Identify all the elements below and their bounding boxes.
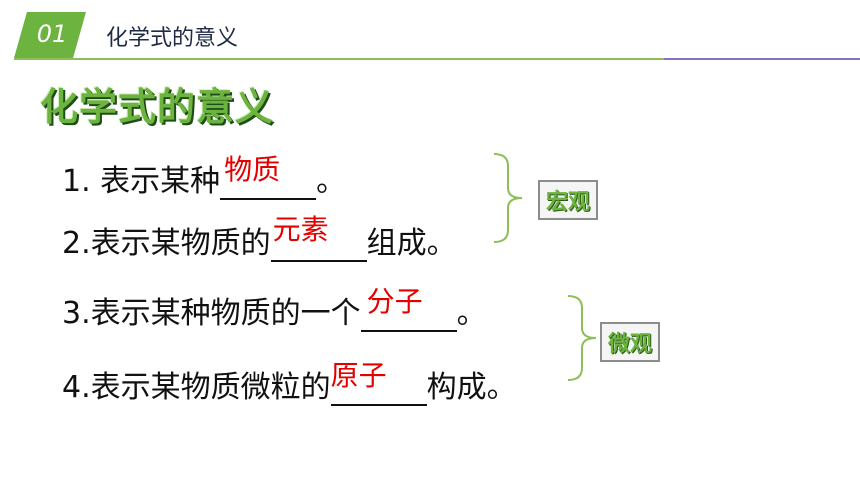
item-2: 2.表示某物质的元素 组成。 bbox=[62, 213, 457, 262]
header-badge bbox=[14, 12, 86, 58]
item-3: 3.表示某种物质的一个分子。 bbox=[62, 285, 487, 332]
macro-brace bbox=[493, 153, 523, 243]
item-3-answer: 分子 bbox=[366, 285, 423, 318]
item-4-blank: 原子 bbox=[330, 359, 427, 406]
item-2-text: 2.表示某物质的 bbox=[62, 226, 271, 261]
item-1-blank: 物质 bbox=[220, 153, 317, 200]
item-4: 4.表示某物质微粒的原子 构成。 bbox=[62, 359, 517, 406]
item-4-text: 4.表示某物质微粒的 bbox=[62, 370, 331, 405]
micro-tag: 微观 bbox=[600, 322, 661, 362]
item-2-end: 组成。 bbox=[366, 226, 457, 261]
item-1-text: 1. 表示某种 bbox=[62, 164, 221, 199]
item-4-answer: 原子 bbox=[330, 359, 387, 392]
item-1: 1. 表示某种物质 。 bbox=[62, 153, 347, 200]
item-4-end: 构成。 bbox=[426, 370, 517, 405]
micro-brace bbox=[567, 295, 597, 381]
section-title: 化学式的意义 bbox=[106, 26, 239, 51]
item-2-blank: 元素 bbox=[270, 213, 367, 262]
macro-tag: 宏观 bbox=[538, 180, 599, 220]
item-3-blank: 分子 bbox=[360, 285, 457, 332]
header-divider bbox=[14, 58, 664, 60]
item-3-text: 3.表示某种物质的一个 bbox=[62, 296, 361, 331]
item-3-end: 。 bbox=[456, 296, 487, 331]
item-1-answer: 物质 bbox=[224, 153, 281, 186]
header-divider-accent bbox=[664, 58, 860, 60]
section-number: 01 bbox=[36, 20, 68, 48]
item-1-end: 。 bbox=[316, 164, 347, 199]
item-2-answer: 元素 bbox=[272, 213, 329, 246]
main-title: 化学式的意义 bbox=[40, 85, 275, 129]
